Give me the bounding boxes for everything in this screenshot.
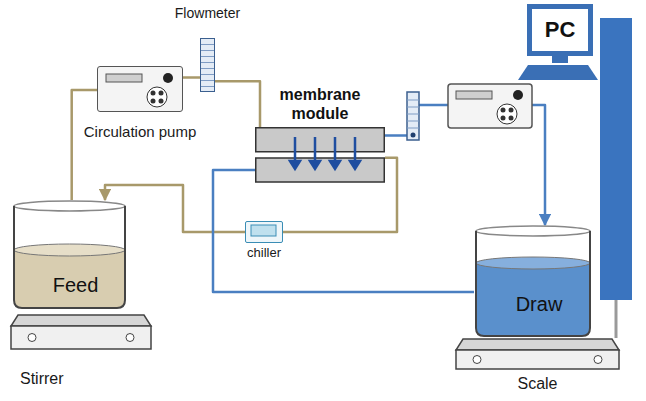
drawing-part	[106, 74, 142, 82]
monitor-stand	[552, 56, 568, 63]
pc-monitor: PC	[527, 4, 593, 56]
drawing-part	[456, 339, 619, 350]
flowmeter: Flowmeter	[200, 38, 215, 92]
membrane-module: membrane module	[255, 127, 385, 183]
drawing-part	[126, 334, 134, 342]
stirrer-plate: Stirrer	[10, 314, 152, 350]
pump-2	[448, 84, 532, 128]
drawing-part	[501, 116, 506, 121]
flowmeter-2	[407, 92, 419, 140]
drawing-part	[11, 326, 151, 349]
drawing-part	[407, 100, 419, 101]
drawing-part	[350, 161, 360, 169]
drawing-part	[594, 356, 602, 364]
drawing-part	[509, 108, 514, 113]
draw-beaker-outline	[474, 225, 604, 338]
drawing-part	[456, 350, 619, 369]
drawing-part	[501, 108, 506, 113]
node-label: chiller	[247, 246, 281, 261]
drawing-part	[290, 137, 360, 169]
drawing-part	[147, 87, 167, 107]
drawing-part	[354, 137, 357, 163]
drawing-part	[151, 91, 156, 96]
node-label: Flowmeter	[175, 5, 240, 21]
tube-line	[213, 170, 474, 292]
drawing-part	[407, 121, 419, 122]
draw-beaker: Draw	[474, 225, 604, 338]
drawing-part	[256, 158, 385, 182]
drawing-part	[411, 133, 416, 138]
chiller-outline	[246, 222, 282, 242]
drawing-part	[476, 257, 590, 269]
drawing-part	[294, 137, 297, 163]
node-label: Draw	[474, 293, 604, 316]
drawing-part	[310, 161, 320, 169]
drawing-part	[497, 104, 517, 124]
drawing-part	[330, 161, 340, 169]
node-label: Scale	[517, 375, 557, 393]
scale-cable	[615, 300, 618, 338]
circulation-pump-outline	[98, 67, 182, 111]
scale-plate: Scale	[455, 338, 620, 370]
drawing-part	[256, 128, 385, 152]
pc-tower	[600, 18, 632, 300]
drawing-part	[151, 99, 156, 104]
tube-line	[72, 90, 97, 200]
drawing-part	[473, 356, 481, 364]
drawing-part	[11, 315, 151, 326]
drawing-part	[476, 231, 590, 336]
drawing-part	[14, 244, 125, 256]
drawing-part	[407, 128, 419, 129]
node-label: Stirrer	[20, 370, 64, 388]
drawing-part	[159, 91, 164, 96]
drawing-part	[456, 91, 492, 99]
drawing-part	[314, 137, 317, 163]
drawing-part	[163, 73, 173, 83]
drawing-part	[159, 99, 164, 104]
tube-line	[215, 81, 260, 127]
drawing-part	[290, 161, 300, 169]
drawing-part	[14, 201, 125, 211]
feed-beaker: Feed	[12, 200, 139, 310]
drawing-part	[407, 107, 419, 108]
node-label: PC	[532, 17, 588, 42]
tube-line	[183, 76, 200, 79]
stirrer-plate-outline	[10, 314, 152, 350]
drawing-part	[334, 137, 337, 163]
keyboard	[518, 65, 598, 80]
drawing-part	[476, 226, 590, 236]
membrane-module-outline	[255, 127, 385, 183]
scale-plate-outline	[455, 338, 620, 370]
circulation-pump: Circulation pump	[97, 66, 183, 112]
node-label: Circulation pump	[84, 123, 197, 140]
chiller: chiller	[245, 221, 283, 243]
node-label: membrane module	[265, 86, 375, 123]
drawing-part	[448, 84, 532, 128]
drawing-part	[251, 225, 276, 236]
node-label: Feed	[12, 274, 139, 297]
drawing-part	[407, 92, 419, 140]
drawing-part	[407, 114, 419, 115]
drawing-part	[28, 334, 36, 342]
drawing-part	[513, 90, 523, 100]
drawing-part	[509, 116, 514, 121]
